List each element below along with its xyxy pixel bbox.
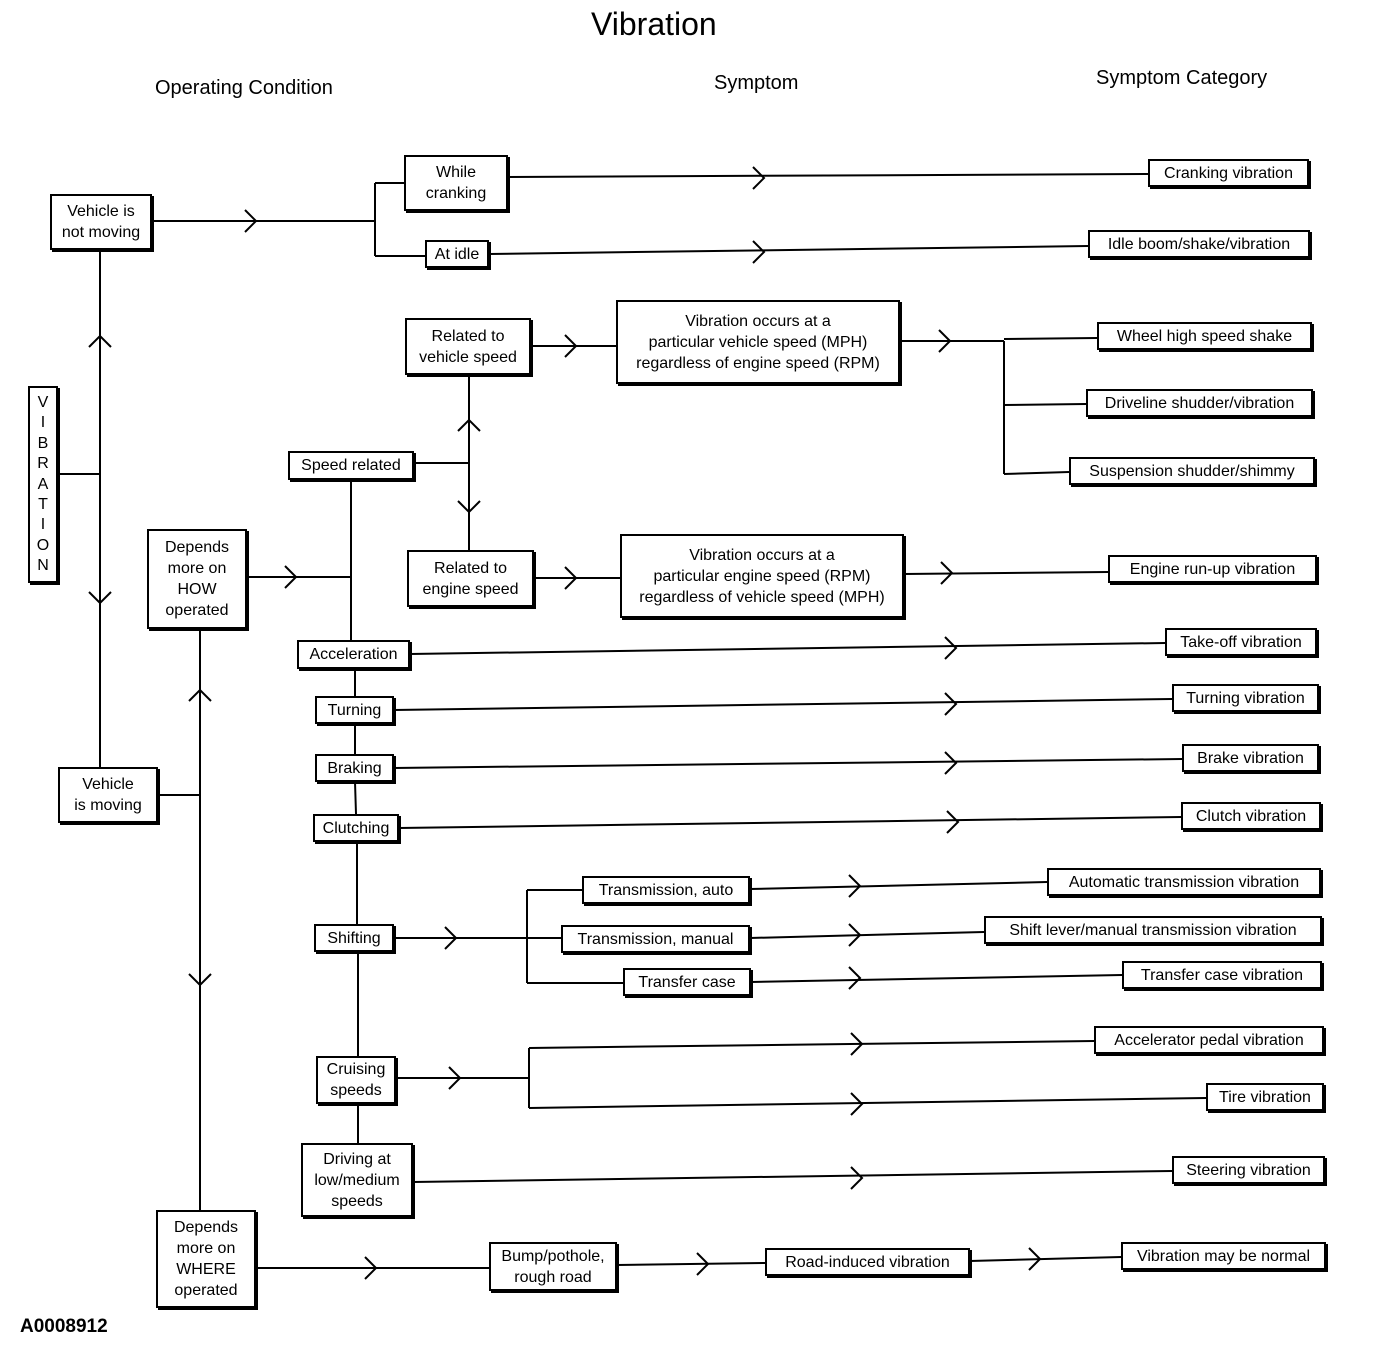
- condition-clutching: Clutching: [313, 814, 399, 842]
- condition-acceleration: Acceleration: [297, 640, 410, 669]
- side-letter: I: [40, 516, 46, 534]
- condition-depends-where: Depends more on WHERE operated: [156, 1210, 256, 1308]
- category-shift-lever-manual: Shift lever/manual transmission vibratio…: [984, 916, 1322, 944]
- category-transfer-case: Transfer case vibration: [1122, 961, 1322, 989]
- category-take-off-vibration: Take-off vibration: [1165, 628, 1317, 656]
- condition-transmission-auto: Transmission, auto: [582, 876, 750, 904]
- condition-vehicle-not-moving: Vehicle is not moving: [50, 194, 152, 250]
- flow-arrow: [848, 923, 862, 947]
- flow-arrow: [88, 334, 112, 348]
- flow-arrow: [564, 334, 578, 358]
- flow-arrow: [944, 636, 958, 660]
- category-engine-run-up: Engine run-up vibration: [1108, 555, 1317, 583]
- flow-arrow: [1028, 1247, 1042, 1271]
- column-header-symptom: Symptom: [714, 72, 799, 94]
- category-automatic-transmission: Automatic transmission vibration: [1047, 868, 1321, 896]
- category-tire-vibration: Tire vibration: [1206, 1083, 1324, 1111]
- condition-depends-how: Depends more on HOW operated: [147, 529, 247, 629]
- flow-arrow: [457, 500, 481, 514]
- page-title: Vibration: [591, 6, 717, 42]
- flow-arrow: [848, 966, 862, 990]
- category-wheel-high-speed-shake: Wheel high speed shake: [1097, 322, 1312, 350]
- category-cranking-vibration: Cranking vibration: [1148, 159, 1309, 187]
- condition-related-vehicle-speed: Related to vehicle speed: [405, 318, 531, 375]
- symptom-road-induced: Road-induced vibration: [765, 1248, 970, 1276]
- flow-arrow: [850, 1092, 864, 1116]
- flow-arrow: [188, 688, 212, 702]
- condition-transfer-case: Transfer case: [623, 968, 751, 996]
- flow-arrow: [696, 1252, 710, 1276]
- condition-vehicle-moving: Vehicle is moving: [58, 767, 158, 823]
- flow-arrow: [364, 1256, 378, 1280]
- side-letter: R: [37, 455, 49, 473]
- category-steering-vibration: Steering vibration: [1172, 1156, 1325, 1184]
- flow-arrow: [444, 926, 458, 950]
- flow-arrow: [946, 810, 960, 834]
- column-header-operating-condition: Operating Condition: [155, 77, 333, 99]
- flow-arrow: [88, 591, 112, 605]
- symptom-engine-speed: Vibration occurs at a particular engine …: [620, 534, 904, 618]
- condition-transmission-manual: Transmission, manual: [561, 925, 750, 953]
- flow-arrow: [938, 329, 952, 353]
- side-letter: O: [36, 536, 50, 554]
- condition-at-idle: At idle: [425, 240, 489, 268]
- flow-arrow: [752, 240, 766, 264]
- symptom-vehicle-speed: Vibration occurs at a particular vehicle…: [616, 300, 900, 384]
- flow-arrow: [944, 692, 958, 716]
- condition-while-cranking: While cranking: [404, 155, 508, 211]
- condition-cruising-speeds: Cruising speeds: [316, 1056, 396, 1104]
- category-suspension-shudder: Suspension shudder/shimmy: [1069, 457, 1315, 485]
- flow-arrow: [448, 1066, 462, 1090]
- flow-arrow: [457, 418, 481, 432]
- condition-speed-related: Speed related: [288, 451, 414, 480]
- side-letter: T: [38, 495, 48, 513]
- condition-related-engine-speed: Related to engine speed: [407, 550, 534, 607]
- category-turning-vibration: Turning vibration: [1172, 684, 1319, 712]
- condition-bump-pothole: Bump/pothole, rough road: [489, 1242, 617, 1291]
- category-accelerator-pedal: Accelerator pedal vibration: [1094, 1026, 1324, 1054]
- category-idle-boom: Idle boom/shake/vibration: [1088, 230, 1310, 258]
- flow-arrow: [850, 1166, 864, 1190]
- vibration-side-label: V I B R A T I O N: [28, 386, 58, 583]
- condition-low-medium-speeds: Driving at low/medium speeds: [301, 1143, 413, 1217]
- flow-arrow: [850, 1032, 864, 1056]
- flow-arrow: [752, 166, 766, 190]
- category-driveline-shudder: Driveline shudder/vibration: [1086, 389, 1313, 417]
- condition-turning: Turning: [315, 696, 394, 724]
- category-clutch-vibration: Clutch vibration: [1181, 802, 1321, 830]
- condition-braking: Braking: [315, 754, 394, 782]
- category-brake-vibration: Brake vibration: [1182, 744, 1319, 772]
- side-letter: B: [37, 434, 49, 452]
- flow-arrow: [564, 566, 578, 590]
- flow-arrow: [244, 209, 258, 233]
- flow-arrow: [284, 565, 298, 589]
- side-letter: A: [37, 475, 49, 493]
- side-letter: I: [40, 414, 46, 432]
- side-letter: N: [37, 557, 49, 574]
- column-header-symptom-category: Symptom Category: [1096, 67, 1268, 89]
- category-vibration-may-be-normal: Vibration may be normal: [1121, 1242, 1326, 1270]
- flow-arrow: [944, 751, 958, 775]
- side-letter: V: [37, 394, 49, 411]
- figure-id: A0008912: [20, 1316, 108, 1337]
- flow-arrow: [848, 874, 862, 898]
- condition-shifting: Shifting: [314, 924, 394, 952]
- flow-arrow: [188, 973, 212, 987]
- flow-arrow: [940, 561, 954, 585]
